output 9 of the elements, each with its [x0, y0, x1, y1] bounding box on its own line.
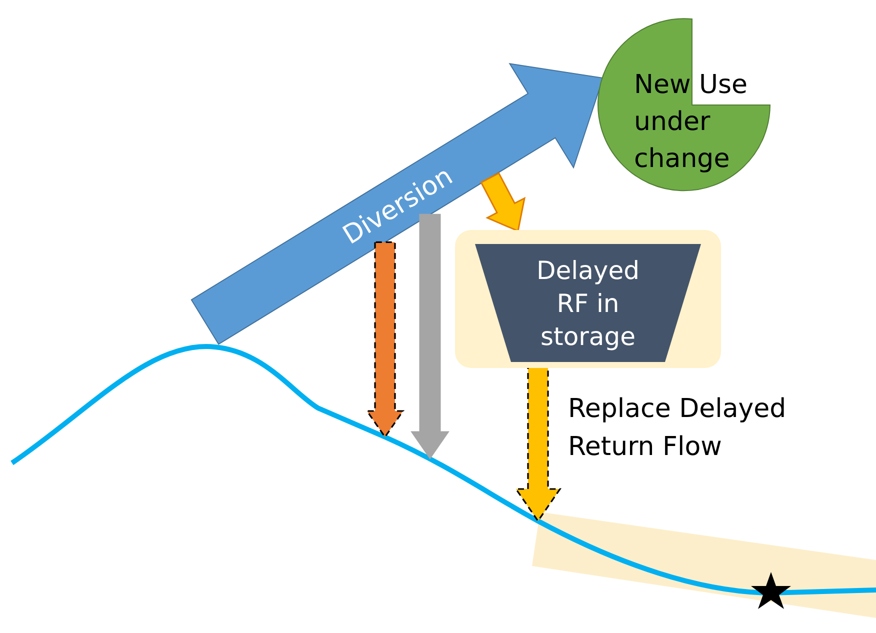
trapezoid-shape	[475, 244, 701, 362]
arrow	[365, 241, 405, 438]
arrow	[410, 214, 450, 460]
arrow	[480, 172, 526, 232]
edge-label: Replace Delayed Return Flow	[568, 393, 788, 464]
node-label: Delayed RF in storage	[536, 254, 640, 352]
node-label: New Use under change	[634, 69, 749, 176]
pie-shape	[596, 17, 772, 193]
highlight-box	[455, 230, 721, 368]
